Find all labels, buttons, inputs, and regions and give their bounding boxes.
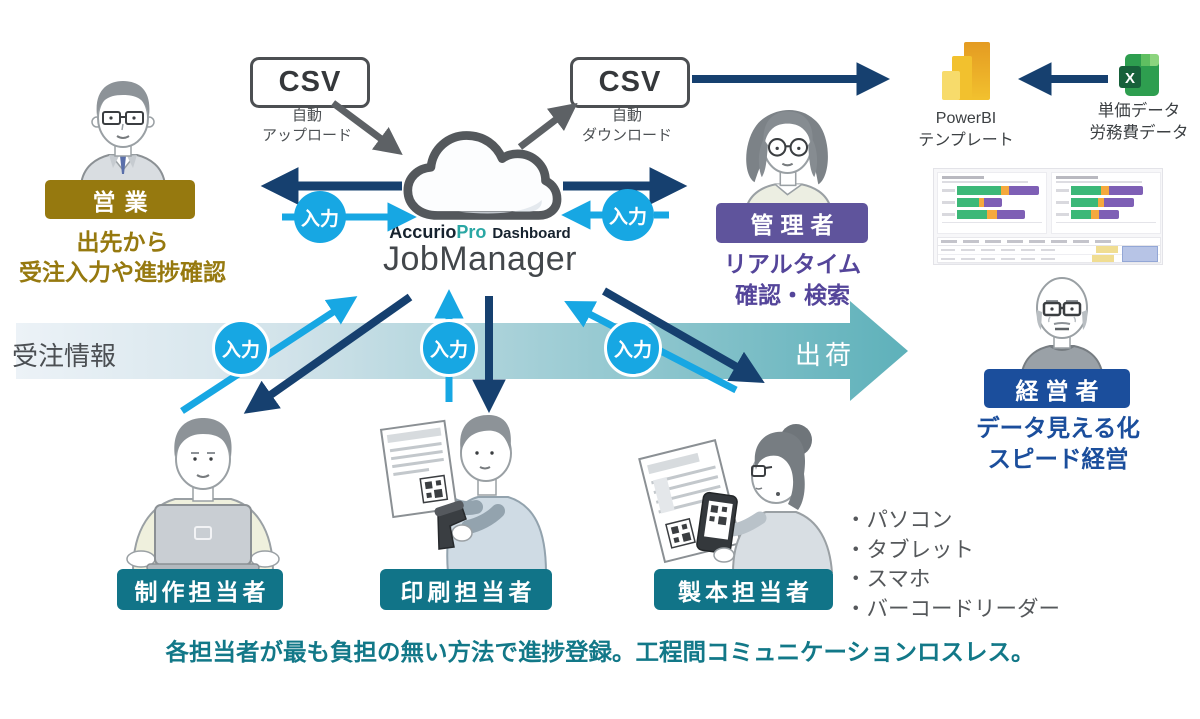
brand-dashboard: Dashboard <box>492 225 571 242</box>
powerbi-caption-line1: PowerBI <box>935 110 997 127</box>
executive-desc-line1: データ見える化 <box>976 415 1140 441</box>
admin-desc-line1: リアルタイム <box>723 251 862 277</box>
csv-upload-caption-line2: アップロード <box>261 127 352 144</box>
device-list: ・パソコン ・タブレット ・スマホ ・バーコードリーダー <box>845 506 1105 624</box>
admin-role-label: 管理者 <box>716 203 868 243</box>
cloud-icon <box>403 131 562 220</box>
csv-upload-caption: 自動 アップロード <box>240 106 374 146</box>
excel-caption: 単価データ 労務費データ <box>1074 100 1200 144</box>
worker-label-binding: 製本担当者 <box>654 569 833 610</box>
dashboard-card-axis <box>1056 222 1156 225</box>
band-start-label: 受注情報 <box>12 341 117 371</box>
input-badge-sales: 入力 <box>294 191 346 243</box>
print-worker-illustration <box>379 415 548 573</box>
dashboard-table <box>937 237 1161 264</box>
sales-role-label: 営業 <box>45 180 195 219</box>
csv-download-caption-line1: 自動 <box>611 107 642 124</box>
dashboard-table-header <box>938 238 1160 246</box>
csv-upload-caption-line1: 自動 <box>291 107 322 124</box>
executive-role-label: 経営者 <box>984 369 1130 408</box>
dashboard-card-title-stub <box>942 176 984 179</box>
admin-desc-line2: 確認・検索 <box>735 282 850 308</box>
device-item-barcode-reader: ・バーコードリーダー <box>845 596 1061 621</box>
csv-download-caption: 自動 ダウンロード <box>557 106 697 146</box>
svg-text:X: X <box>1125 70 1135 87</box>
production-worker-illustration <box>126 418 280 572</box>
job-ticket-sheet <box>379 419 458 519</box>
dashboard-card-title-stub <box>1056 176 1098 179</box>
executive-desc-line2: スピード経営 <box>987 446 1129 472</box>
product-name: JobManager <box>382 240 577 278</box>
smartphone-icon <box>696 491 738 555</box>
csv-download-box: CSV <box>570 57 690 108</box>
sales-role-desc: 出先から 受注入力や進捗確認 <box>0 227 245 287</box>
dashboard-table-row <box>938 246 1160 255</box>
dashboard-card-2 <box>1051 172 1161 234</box>
input-badge-admin: 入力 <box>602 189 654 241</box>
dashboard-card-bars <box>1056 186 1156 219</box>
worker-label-print: 印刷担当者 <box>380 569 552 610</box>
device-item-smartphone: ・スマホ <box>845 567 931 591</box>
dashboard-card-1 <box>937 172 1047 234</box>
sales-desc-line1: 出先から <box>76 229 169 255</box>
excel-icon: X <box>1119 54 1159 96</box>
dashboard-table-row <box>938 255 1160 264</box>
csv-upload-box: CSV <box>250 57 370 108</box>
admin-person-illustration <box>745 110 832 208</box>
dashboard-card-bars <box>942 186 1042 219</box>
executive-role-desc: データ見える化 スピード経営 <box>968 413 1148 475</box>
powerbi-caption-line2: テンプレート <box>918 132 1014 149</box>
executive-person-illustration <box>1020 277 1104 372</box>
dashboard-table-highlight <box>1122 246 1158 262</box>
input-badge-worker1: 入力 <box>212 319 270 377</box>
dashboard-card-axis <box>942 222 1042 225</box>
brand-pro: Pro <box>456 222 487 242</box>
device-item-tablet: ・タブレット <box>845 537 975 562</box>
powerbi-icon <box>942 42 990 100</box>
csv-download-caption-line2: ダウンロード <box>581 127 672 144</box>
footer-message: 各担当者が最も負担の無い方法で進捗登録。工程間コミュニケーションロスレス。 <box>165 639 1035 665</box>
admin-role-desc: リアルタイム 確認・検索 <box>700 249 885 311</box>
band-end-label: 出荷 <box>794 340 855 370</box>
sales-desc-line2: 受注入力や進捗確認 <box>19 259 226 285</box>
excel-caption-line2: 労務費データ <box>1089 124 1189 142</box>
input-badge-worker2: 入力 <box>420 319 478 377</box>
qr-code-icon <box>665 517 696 549</box>
binding-worker-illustration <box>638 424 834 573</box>
barcode-scanner-icon <box>434 500 467 550</box>
worker-label-production: 制作担当者 <box>117 569 283 610</box>
sales-person-illustration <box>79 81 167 185</box>
powerbi-caption: PowerBI テンプレート <box>906 108 1026 152</box>
excel-caption-line1: 単価データ <box>1097 102 1181 120</box>
dashboard-card-subtitle-stub <box>942 181 1028 183</box>
dashboard-preview <box>933 168 1163 265</box>
device-item-pc: ・パソコン <box>845 508 953 532</box>
laptop-icon <box>154 504 252 566</box>
cloud-to-worker1-arrow <box>243 293 413 414</box>
input-badge-worker3: 入力 <box>604 319 662 377</box>
qr-code-icon <box>419 474 449 504</box>
dashboard-card-subtitle-stub <box>1056 181 1142 183</box>
